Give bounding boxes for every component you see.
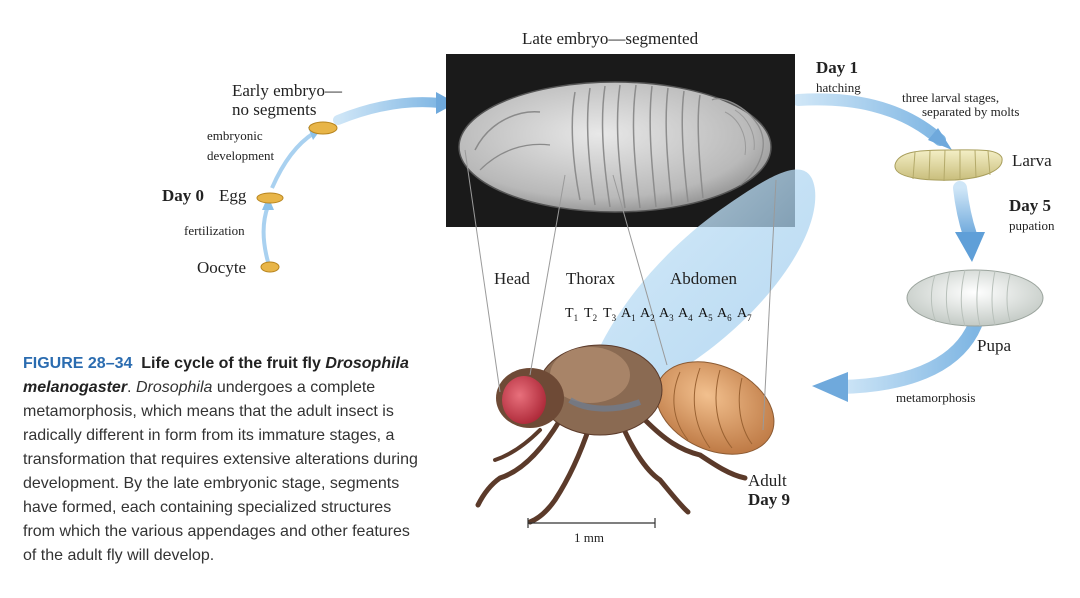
segment-a2: A2 bbox=[640, 306, 655, 323]
figure-title-species: Drosophila melanogaster bbox=[23, 355, 409, 396]
segment-t1: T1 bbox=[565, 306, 579, 323]
pupa-icon bbox=[906, 269, 1044, 327]
early-embryo-label-line2: no segments bbox=[232, 100, 317, 119]
head-label: Head bbox=[494, 269, 530, 288]
figure-title-end: . bbox=[127, 379, 136, 396]
thorax-pointer-line-right bbox=[612, 174, 668, 366]
segment-a4: A4 bbox=[678, 306, 693, 323]
oocyte-label: Oocyte bbox=[197, 258, 247, 277]
hatching-arrow bbox=[792, 93, 946, 146]
embryonic-development-label-line1: embryonic bbox=[207, 128, 263, 143]
pupation-label: pupation bbox=[1009, 218, 1055, 233]
head-pointer-line bbox=[464, 149, 501, 393]
caption-genus: Drosophila bbox=[135, 379, 213, 396]
day-1-label: Day 1 bbox=[816, 58, 859, 77]
segment-t2: T2 bbox=[584, 306, 598, 323]
day-9-label: Day 9 bbox=[748, 490, 791, 509]
adult-fly-illustration bbox=[475, 344, 775, 525]
metamorphosis-label: metamorphosis bbox=[896, 390, 976, 405]
adult-label: Adult bbox=[748, 471, 787, 490]
figure-title: Life cycle of the fruit fly Drosophila m… bbox=[23, 355, 409, 396]
egg-label: Egg bbox=[219, 186, 247, 205]
figure-caption: FIGURE 28–34 Life cycle of the fruit fly… bbox=[23, 352, 418, 568]
segment-a3: A3 bbox=[659, 306, 674, 323]
oocyte-icon bbox=[260, 261, 280, 273]
segment-t3: T3 bbox=[603, 306, 617, 323]
caption-body: undergoes a complete metamorphosis, whic… bbox=[23, 379, 418, 564]
hatching-arrowhead bbox=[928, 128, 952, 150]
segment-a1: A1 bbox=[621, 306, 636, 323]
day-5-label: Day 5 bbox=[1009, 196, 1052, 215]
segment-labels: T1 T2 T3 A1 A2 A3 A4 A5 A6 A7 bbox=[565, 153, 765, 323]
late-embryo-sem-image bbox=[458, 81, 772, 213]
late-embryo-title: Late embryo—segmented bbox=[522, 29, 699, 48]
larval-stages-label-line2: separated by molts bbox=[922, 104, 1020, 119]
segment-a6: A6 bbox=[717, 306, 732, 323]
thorax-pointer-line-left bbox=[529, 174, 566, 376]
figure-title-text: Life cycle of the fruit fly bbox=[141, 355, 326, 372]
larval-stages-label-line1: three larval stages, bbox=[902, 90, 1000, 105]
metamorphosis-arrow bbox=[833, 318, 982, 394]
egg-icon bbox=[256, 192, 284, 204]
early-embryo-icon bbox=[308, 121, 338, 135]
pupation-arrow bbox=[953, 181, 977, 242]
abdomen-pointer-line bbox=[762, 179, 777, 431]
to-late-embryo-arrow bbox=[333, 97, 445, 125]
segment-a7: A7 bbox=[737, 306, 752, 323]
figure-number: FIGURE 28–34 bbox=[23, 355, 133, 372]
early-embryo-label-line1: Early embryo— bbox=[232, 81, 342, 100]
scale-bar-label: 1 mm bbox=[574, 530, 604, 545]
larva-label: Larva bbox=[1012, 151, 1052, 170]
segment-a5: A5 bbox=[698, 306, 713, 323]
pupation-arrowhead bbox=[955, 232, 985, 262]
day-0-label: Day 0 bbox=[162, 186, 205, 205]
fly-wing bbox=[585, 169, 816, 394]
fertilization-arrow bbox=[261, 205, 270, 263]
embryonic-development-label-line2: development bbox=[207, 148, 275, 163]
pupa-label: Pupa bbox=[977, 336, 1011, 355]
abdomen-label: Abdomen bbox=[670, 269, 738, 288]
fertilization-label: fertilization bbox=[184, 223, 245, 238]
metamorphosis-arrowhead bbox=[812, 372, 848, 402]
hatching-label: hatching bbox=[816, 80, 861, 95]
larva-icon bbox=[894, 149, 1003, 182]
thorax-label: Thorax bbox=[566, 269, 616, 288]
embryonic-development-arrow bbox=[270, 131, 316, 189]
